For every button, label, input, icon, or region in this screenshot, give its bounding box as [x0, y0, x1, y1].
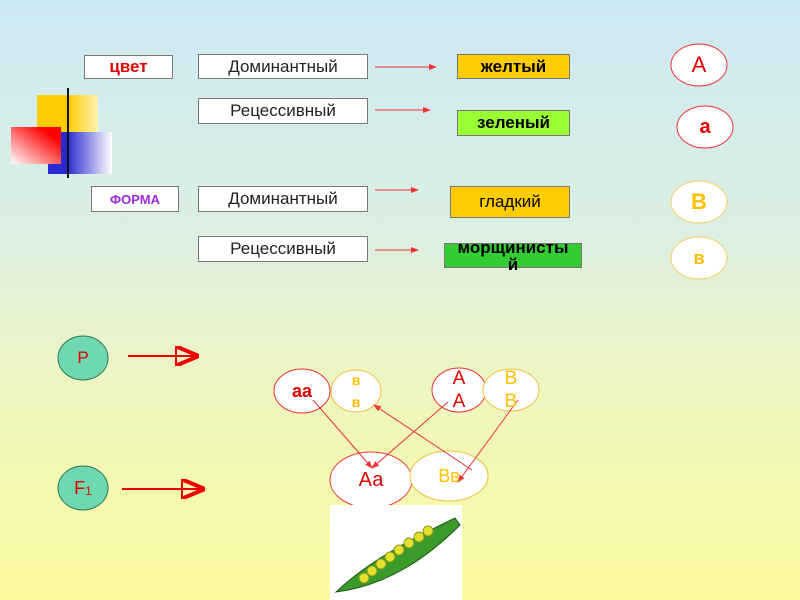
shape-dominant-value: гладкий: [450, 186, 570, 218]
allele-A: А: [691, 52, 707, 77]
parent1-color-genotype: аа: [291, 380, 313, 401]
shape-recessive-value: морщинистый: [444, 239, 582, 273]
color-recessive-label: Рецессивный: [198, 98, 368, 124]
allele-B: В: [691, 189, 707, 214]
shape-recessive-label: Рецессивный: [198, 236, 368, 262]
pea-pod-icon: [330, 505, 462, 600]
allele-b: в: [693, 247, 705, 268]
generation-P: P: [77, 348, 89, 367]
shape-dominant-label: Доминантный: [198, 186, 368, 212]
parent2-shape-genotype: В В: [504, 368, 518, 412]
offspring-shape-genotype: Вв: [438, 465, 460, 486]
trait-color-label: цвет: [84, 55, 173, 79]
parent1-shape-genotype: в в: [351, 372, 361, 410]
color-recessive-value: зеленый: [457, 110, 570, 136]
color-dominant-label: Доминантный: [198, 54, 368, 79]
trait-shape-label: ФОРМА: [91, 186, 179, 212]
offspring-color-genotype: Аа: [358, 468, 384, 491]
parent2-color-genotype: А А: [452, 368, 466, 412]
color-dominant-value: желтый: [457, 54, 570, 79]
allele-a: а: [699, 115, 711, 138]
